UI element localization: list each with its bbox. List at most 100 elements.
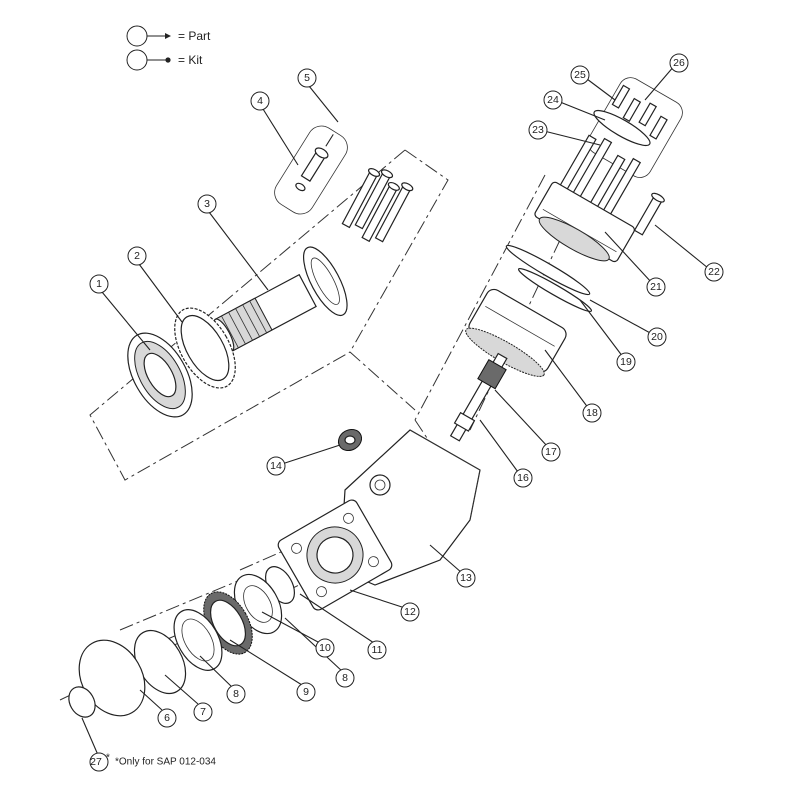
o-ring bbox=[505, 244, 591, 296]
shaft-bolt-cluster bbox=[341, 168, 414, 243]
svg-text:*: * bbox=[106, 753, 110, 764]
callout-8a: 8 bbox=[226, 684, 246, 704]
svg-text:26: 26 bbox=[673, 57, 685, 69]
screw-washer bbox=[295, 182, 306, 192]
gerotor bbox=[465, 288, 567, 377]
mounting-flange bbox=[277, 499, 393, 611]
legend-part-bubble bbox=[126, 25, 148, 47]
callout-10: 10 bbox=[315, 638, 335, 658]
motor-housing bbox=[277, 429, 481, 611]
callout-1: 1 bbox=[89, 274, 109, 294]
callout-8b: 8 bbox=[335, 668, 355, 688]
svg-text:20: 20 bbox=[651, 331, 663, 343]
svg-text:16: 16 bbox=[517, 472, 529, 484]
plug bbox=[622, 97, 642, 122]
o-ring-27 bbox=[68, 686, 96, 718]
bearing-inner-ring bbox=[143, 352, 177, 398]
callouts: 1 2 3 4 5 6 7 8 9 10 8 11 12 13 14 16 17… bbox=[89, 53, 724, 772]
svg-text:13: 13 bbox=[460, 572, 472, 584]
o-ring bbox=[517, 267, 593, 313]
svg-text:11: 11 bbox=[372, 644, 383, 656]
legend-kit-label: = Kit bbox=[178, 53, 203, 67]
svg-text:19: 19 bbox=[620, 356, 632, 368]
callout-17: 17 bbox=[541, 442, 561, 462]
plug bbox=[611, 84, 631, 109]
seal-8 bbox=[173, 609, 223, 671]
svg-text:5: 5 bbox=[304, 72, 310, 84]
dot-icon bbox=[165, 57, 171, 63]
callout-18: 18 bbox=[582, 403, 602, 423]
callout-4: 4 bbox=[250, 91, 270, 111]
axis-line-upper bbox=[414, 174, 546, 421]
small-screw bbox=[295, 134, 334, 192]
callout-2: 2 bbox=[127, 246, 147, 266]
svg-text:10: 10 bbox=[319, 642, 331, 654]
plug bbox=[649, 115, 668, 140]
svg-text:12: 12 bbox=[404, 606, 416, 618]
bolt-head bbox=[387, 181, 400, 191]
bolt-head bbox=[380, 169, 394, 179]
svg-text:23: 23 bbox=[532, 124, 544, 136]
callout-11: 11 bbox=[367, 640, 387, 660]
svg-text:6: 6 bbox=[164, 712, 170, 724]
svg-text:24: 24 bbox=[547, 94, 559, 106]
callout-27: 27 * bbox=[89, 752, 110, 772]
svg-text:18: 18 bbox=[586, 407, 598, 419]
bolt-head bbox=[401, 182, 414, 192]
callout-14: 14 bbox=[266, 456, 286, 476]
cover-plate bbox=[593, 109, 651, 147]
bolt-head bbox=[367, 168, 381, 177]
shaft-flange bbox=[303, 246, 348, 317]
legend: = Part = Kit bbox=[126, 25, 211, 71]
footnote: *Only for SAP 012-034 bbox=[115, 757, 216, 768]
kit-boundaries bbox=[59, 149, 561, 701]
leader-lines bbox=[81, 64, 709, 756]
screw-axis bbox=[325, 134, 334, 147]
plug bbox=[638, 102, 658, 127]
bearing bbox=[127, 332, 193, 418]
legend-part: = Part bbox=[126, 25, 211, 47]
svg-text:4: 4 bbox=[257, 95, 263, 107]
upper-assembly bbox=[449, 77, 683, 442]
callout-9: 9 bbox=[296, 682, 316, 702]
callout-3: 3 bbox=[197, 194, 217, 214]
housing-port bbox=[369, 474, 391, 496]
callout-16: 16 bbox=[513, 468, 533, 488]
screw-head bbox=[314, 147, 329, 159]
drive-shaft bbox=[449, 352, 508, 442]
bolt-kit bbox=[274, 125, 348, 215]
shaft-kit-boundary-right bbox=[349, 149, 449, 411]
callout-21: 21 bbox=[646, 277, 666, 297]
svg-text:27: 27 bbox=[90, 756, 102, 768]
svg-text:8: 8 bbox=[342, 672, 348, 684]
svg-text:21: 21 bbox=[650, 281, 662, 293]
svg-text:9: 9 bbox=[303, 686, 309, 698]
svg-text:3: 3 bbox=[204, 198, 210, 210]
svg-text:17: 17 bbox=[545, 446, 557, 458]
legend-kit-bubble bbox=[126, 49, 148, 71]
svg-text:8: 8 bbox=[233, 688, 239, 700]
callout-12: 12 bbox=[400, 602, 420, 622]
callout-19: 19 bbox=[616, 352, 636, 372]
seal-stack bbox=[68, 566, 296, 718]
output-shaft bbox=[213, 246, 348, 352]
legend-part-label: = Part bbox=[178, 29, 211, 43]
arrow-icon bbox=[165, 33, 171, 39]
gear-ring bbox=[174, 307, 236, 389]
callout-5: 5 bbox=[297, 68, 317, 88]
svg-text:25: 25 bbox=[574, 69, 586, 81]
callout-22: 22 bbox=[704, 262, 724, 282]
shaft-kit-boundary-left bbox=[89, 149, 406, 481]
svg-text:2: 2 bbox=[134, 250, 140, 262]
gear-inner bbox=[180, 314, 230, 382]
hex-nut bbox=[337, 428, 363, 452]
plug-screws bbox=[611, 84, 668, 140]
callout-23: 23 bbox=[528, 120, 548, 140]
callout-13: 13 bbox=[456, 568, 476, 588]
svg-text:22: 22 bbox=[708, 266, 720, 278]
callout-6: 6 bbox=[157, 708, 177, 728]
svg-text:7: 7 bbox=[200, 706, 206, 718]
callout-7: 7 bbox=[193, 702, 213, 722]
